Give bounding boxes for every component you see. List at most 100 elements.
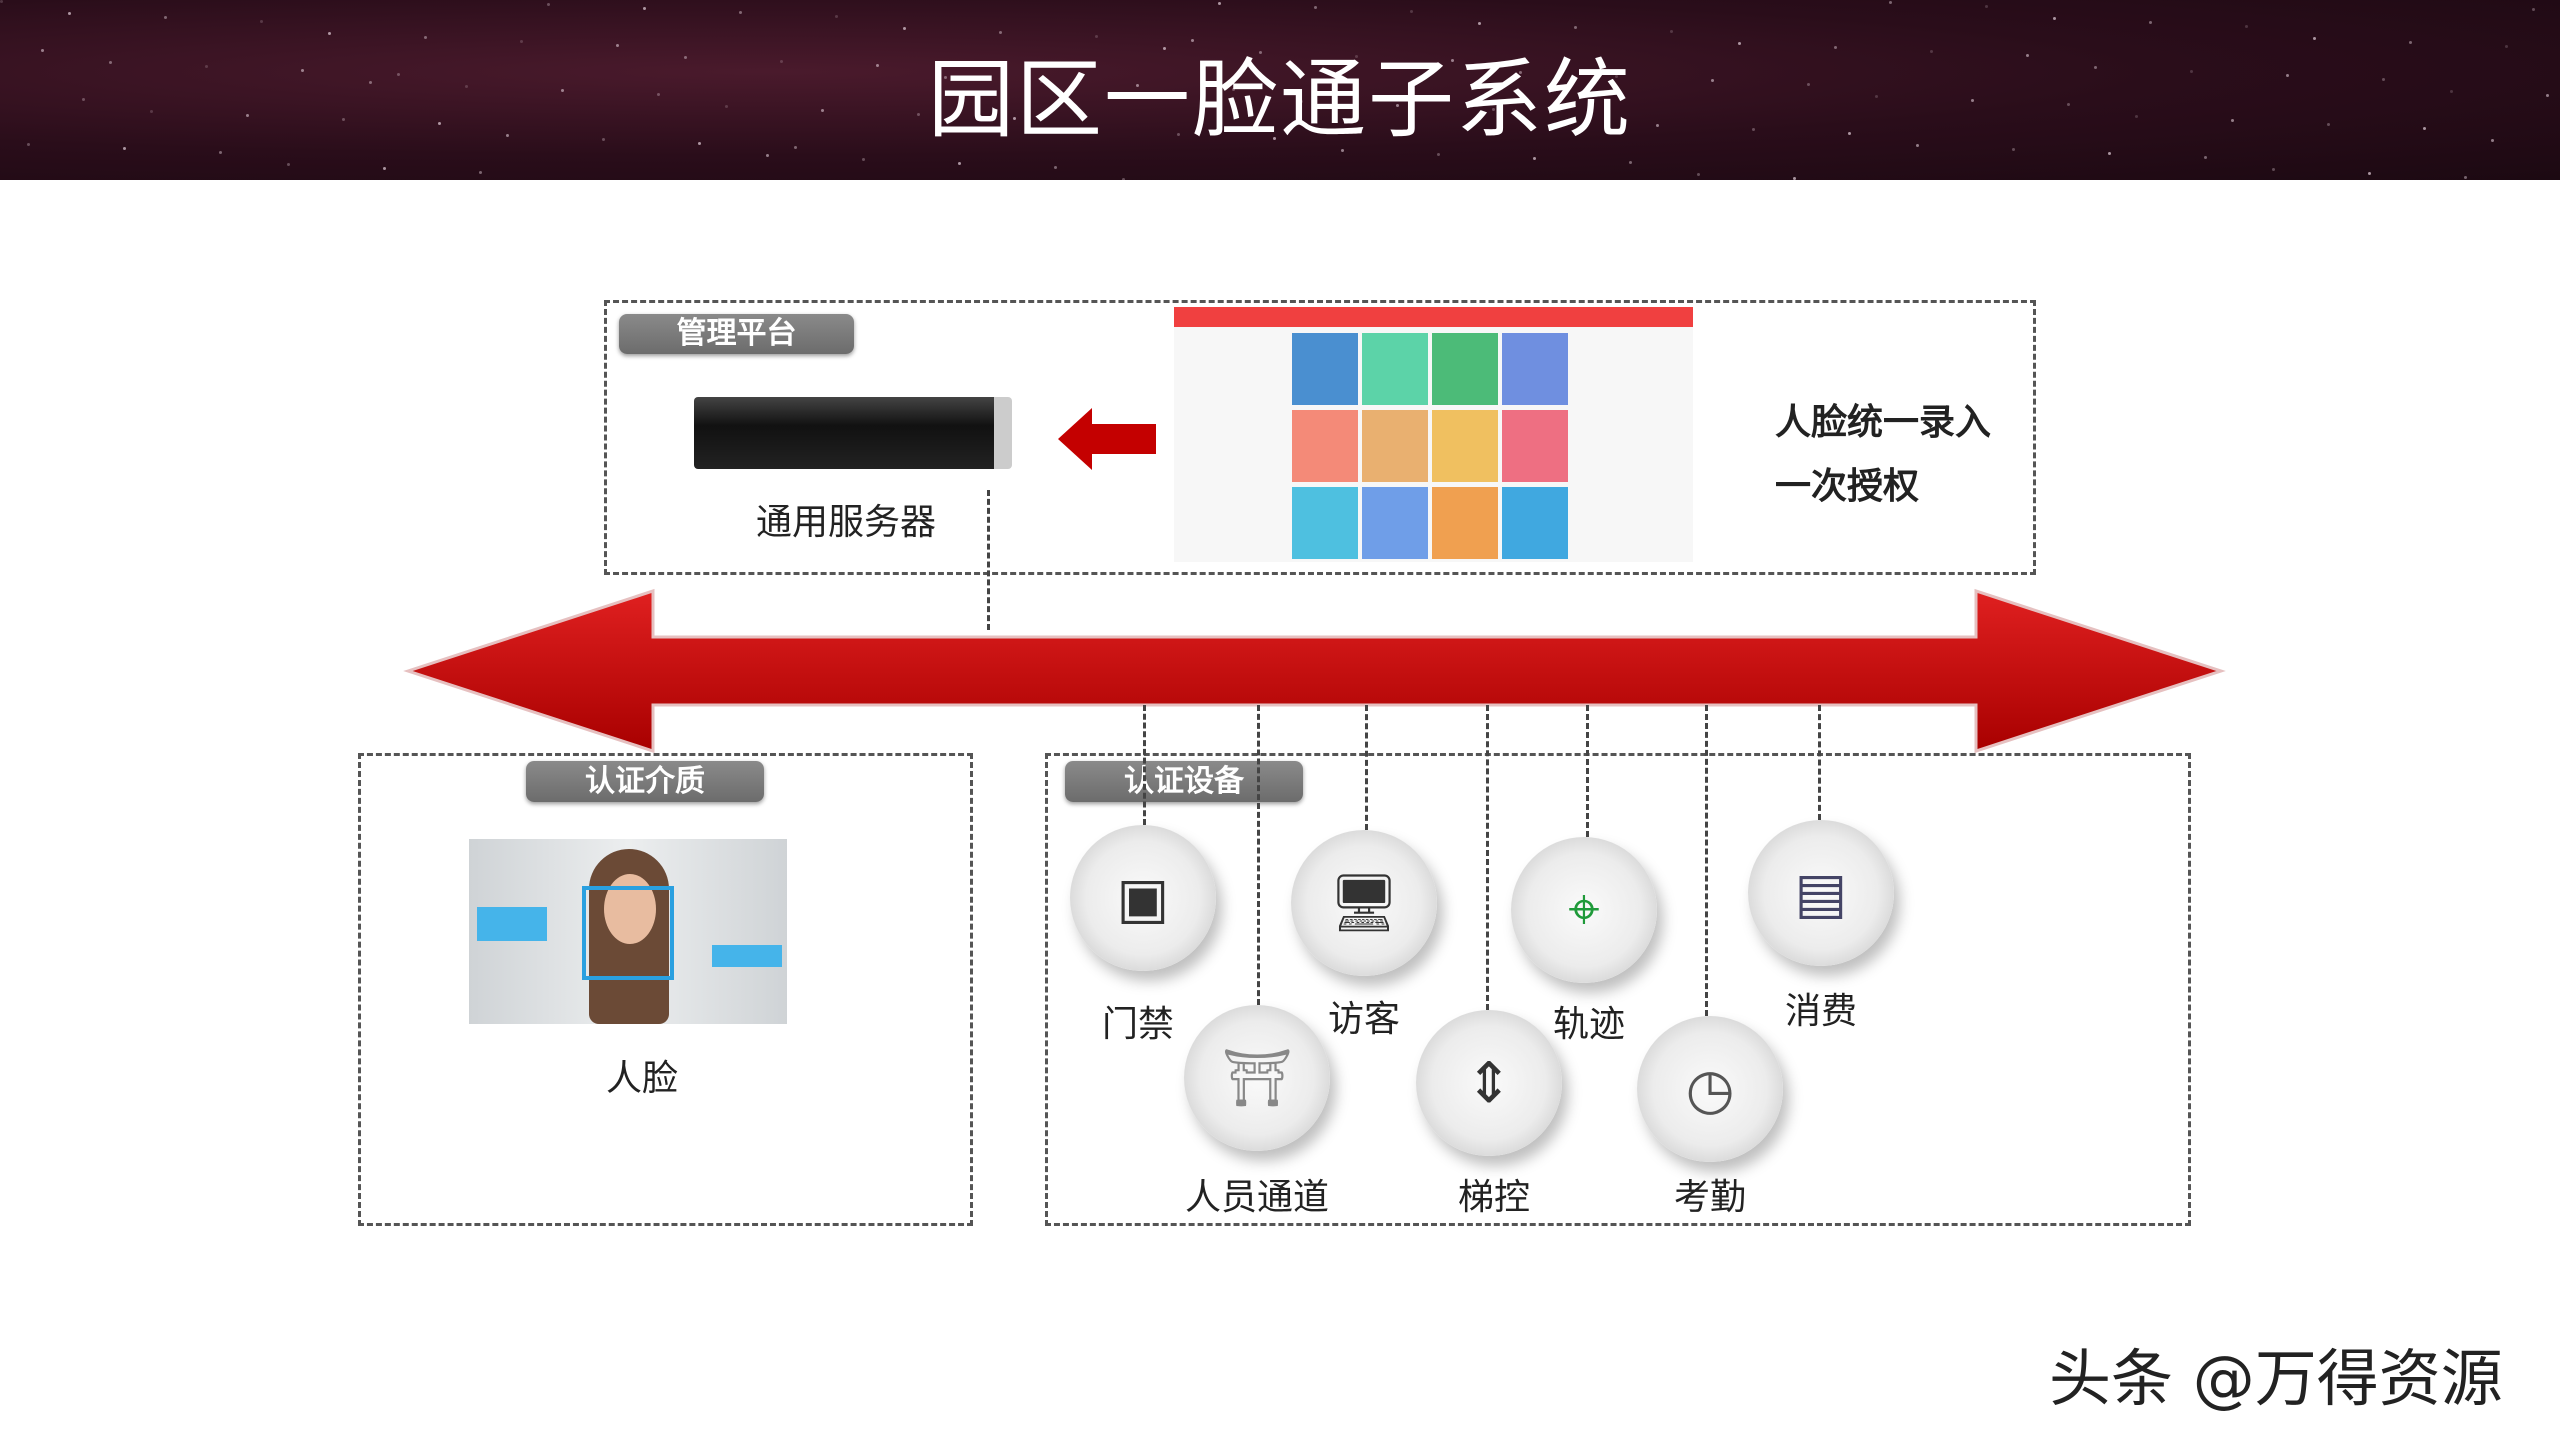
- device-label: 考勤: [1673, 1177, 1747, 1218]
- star-decoration: [1136, 84, 1139, 87]
- star-decoration: [1916, 144, 1919, 147]
- star-decoration: [1574, 26, 1577, 29]
- star-decoration: [1875, 95, 1878, 98]
- star-decoration: [835, 15, 838, 18]
- pos-terminal-icon: ▤: [1748, 820, 1894, 966]
- dashboard-tile: [1362, 487, 1428, 559]
- star-decoration: [2491, 139, 2494, 142]
- star-decoration: [246, 114, 249, 117]
- star-decoration: [766, 154, 769, 157]
- dashboard-tiles: [1292, 333, 1569, 560]
- star-decoration: [1478, 22, 1481, 25]
- star-decoration: [41, 49, 44, 52]
- visitor-kiosk-icon: 🖥: [1291, 830, 1437, 976]
- star-decoration: [1054, 166, 1057, 169]
- star-decoration: [561, 89, 564, 92]
- star-decoration: [219, 151, 222, 154]
- device-label: 梯控: [1457, 1177, 1531, 1218]
- star-decoration: [2108, 152, 2111, 155]
- star-decoration: [0, 0, 3, 3]
- star-decoration: [725, 105, 728, 108]
- star-decoration: [1834, 46, 1837, 49]
- star-decoration: [1889, 1, 1892, 4]
- star-decoration: [1191, 39, 1194, 42]
- page-title: 园区一脸通子系统: [928, 50, 1632, 150]
- star-decoration: [82, 98, 85, 101]
- star-decoration: [1259, 51, 1262, 54]
- star-decoration: [2026, 54, 2029, 57]
- star-decoration: [1697, 173, 1700, 176]
- star-decoration: [2053, 17, 2056, 20]
- star-decoration: [1985, 5, 1988, 8]
- star-decoration: [2135, 115, 2138, 118]
- star-decoration: [1848, 132, 1851, 135]
- star-decoration: [1355, 55, 1358, 58]
- star-decoration: [150, 110, 153, 113]
- star-decoration: [1670, 30, 1673, 33]
- star-decoration: [876, 64, 879, 67]
- clock-icon: ◷: [1637, 1016, 1783, 1162]
- star-decoration: [438, 122, 441, 125]
- double-arrow-bus: [403, 588, 2226, 754]
- auth-media-box: [358, 753, 973, 1226]
- dashboard-tile: [1502, 487, 1568, 559]
- connector-line: [1257, 705, 1260, 1005]
- face-recognition-photo: [469, 839, 787, 1024]
- star-decoration: [465, 85, 468, 88]
- connector-line: [1586, 705, 1589, 837]
- star-decoration: [616, 44, 619, 47]
- star-decoration: [2409, 41, 2412, 44]
- star-decoration: [2149, 21, 2152, 24]
- star-decoration: [2012, 148, 2015, 151]
- star-decoration: [643, 7, 646, 10]
- arrow-left-icon: [1058, 408, 1156, 470]
- star-decoration: [1588, 112, 1591, 115]
- star-decoration: [1081, 129, 1084, 132]
- star-decoration: [1437, 153, 1440, 156]
- star-decoration: [2286, 74, 2289, 77]
- dashboard-tile: [1432, 333, 1498, 405]
- star-decoration: [1807, 83, 1810, 86]
- star-decoration: [999, 31, 1002, 34]
- dashboard-tile: [1432, 487, 1498, 559]
- star-decoration: [1396, 104, 1399, 107]
- star-decoration: [1793, 177, 1796, 180]
- star-decoration: [2067, 103, 2070, 106]
- media-label: 认证介质: [526, 761, 764, 802]
- star-decoration: [424, 36, 427, 39]
- star-decoration: [1533, 157, 1536, 160]
- star-decoration: [1492, 108, 1495, 111]
- star-decoration: [2532, 8, 2535, 11]
- header-banner: [0, 0, 2560, 180]
- dashboard-tile: [1292, 487, 1358, 559]
- star-decoration: [1218, 2, 1221, 5]
- star-decoration: [68, 12, 71, 15]
- star-decoration: [2546, 94, 2549, 97]
- star-decoration: [479, 171, 482, 174]
- star-decoration: [1341, 149, 1344, 152]
- star-decoration: [917, 113, 920, 116]
- star-decoration: [1314, 6, 1317, 9]
- turnstile-gate-icon: ⛩: [1184, 1005, 1330, 1151]
- star-decoration: [958, 162, 961, 165]
- star-decoration: [383, 167, 386, 170]
- star-decoration: [602, 138, 605, 141]
- star-decoration: [1656, 124, 1659, 127]
- star-decoration: [328, 32, 331, 35]
- device-label: 消费: [1784, 991, 1858, 1032]
- connector-line: [1705, 705, 1708, 1016]
- star-decoration: [109, 61, 112, 64]
- star-decoration: [205, 65, 208, 68]
- star-decoration: [1629, 161, 1632, 164]
- star-decoration: [903, 27, 906, 30]
- device-label: 门禁: [1101, 1004, 1175, 1045]
- platform-label: 管理平台: [619, 314, 854, 354]
- star-decoration: [1738, 42, 1741, 45]
- star-decoration: [2327, 123, 2330, 126]
- server-caption: 通用服务器: [755, 502, 937, 543]
- star-decoration: [2231, 119, 2234, 122]
- devices-label: 认证设备: [1065, 761, 1303, 802]
- dashboard-tile: [1502, 410, 1568, 482]
- management-platform-box: [604, 300, 2036, 575]
- media-item-face: 人脸: [605, 1058, 679, 1099]
